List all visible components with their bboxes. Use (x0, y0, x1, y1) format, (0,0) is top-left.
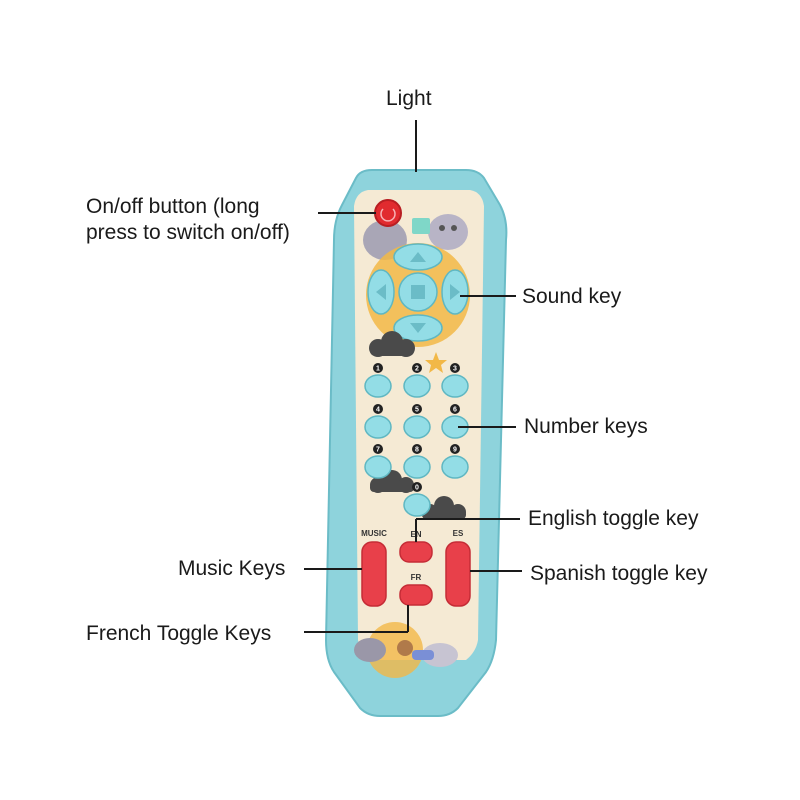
power-button[interactable] (374, 199, 402, 227)
on-off-label-line1: On/off button (long (86, 195, 260, 218)
cloud-illustration (369, 331, 466, 520)
number-badge-4 (373, 404, 383, 414)
dpad-down-arrow-icon (410, 323, 426, 333)
number-label-0: 0 (415, 485, 419, 492)
number-badge-9 (450, 444, 460, 454)
number-label-9: 9 (453, 447, 457, 454)
number-badge-2 (412, 363, 422, 373)
number-label-6: 6 (453, 407, 457, 414)
french-key-label: FR (411, 573, 422, 582)
on-off-label: On/off button (long press to switch on/o… (86, 194, 336, 246)
music-key[interactable] (361, 541, 387, 607)
on-off-label-line2: press to switch on/off) (86, 221, 290, 244)
sound-dpad (367, 243, 469, 342)
number-label-2: 2 (415, 366, 419, 373)
dpad-left-arrow-icon (376, 284, 386, 300)
sound-key-label: Sound key (522, 285, 622, 308)
number-keys-label: Number keys (524, 415, 648, 438)
spanish-toggle-label: Spanish toggle key (530, 562, 708, 585)
french-toggle-key[interactable] (399, 584, 433, 606)
english-toggle-label: English toggle key (528, 507, 699, 530)
bottom-bear-illustration (354, 622, 458, 678)
number-badge-8 (412, 444, 422, 454)
english-toggle-key[interactable] (399, 541, 433, 563)
number-key-9[interactable] (441, 455, 469, 479)
number-label-8: 8 (415, 447, 419, 454)
number-label-3: 3 (453, 366, 457, 373)
number-badge-1 (373, 363, 383, 373)
dpad-right-arrow-icon (450, 284, 460, 300)
number-badge-7 (373, 444, 383, 454)
number-key-3[interactable] (441, 374, 469, 398)
number-badge-5 (412, 404, 422, 414)
star-icon (425, 352, 447, 373)
number-keys-group: 1 2 3 4 5 6 7 8 9 0 (364, 363, 469, 517)
dpad-up-arrow-icon (410, 252, 426, 262)
callout-lines (304, 212, 522, 633)
number-badge-6 (450, 404, 460, 414)
number-key-7[interactable] (364, 455, 392, 479)
spanish-key-label: ES (453, 529, 464, 538)
power-icon (380, 208, 396, 222)
number-label-4: 4 (376, 407, 380, 414)
number-label-7: 7 (376, 447, 380, 454)
dpad-center-square-icon (411, 285, 425, 299)
number-key-4[interactable] (364, 415, 392, 439)
number-label-1: 1 (376, 366, 380, 373)
spanish-toggle-key[interactable] (445, 541, 471, 607)
music-keys-label: Music Keys (178, 557, 286, 580)
number-badge-3 (450, 363, 460, 373)
number-badge-0 (412, 482, 422, 492)
music-key-label: MUSIC (361, 529, 387, 538)
number-key-8[interactable] (403, 455, 431, 479)
number-key-0[interactable] (403, 493, 431, 517)
light-label: Light (386, 87, 432, 110)
number-key-2[interactable] (403, 374, 431, 398)
number-key-5[interactable] (403, 415, 431, 439)
french-toggle-label: French Toggle Keys (86, 622, 272, 645)
number-label-5: 5 (415, 407, 419, 414)
number-key-1[interactable] (364, 374, 392, 398)
